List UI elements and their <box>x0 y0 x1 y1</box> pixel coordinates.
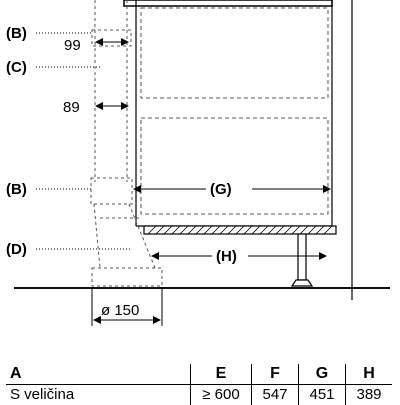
table-column-f: F <box>252 364 299 385</box>
cooktop-edge <box>124 0 332 6</box>
callout-d: (D) <box>6 241 27 258</box>
table-column-e: E <box>191 364 252 385</box>
plinth-hatched <box>144 226 336 234</box>
callout-leaders <box>36 33 130 249</box>
spec-table: A E F G H S veličina ≥ 600 547 451 389 <box>6 364 392 405</box>
table-column-h: H <box>346 364 393 385</box>
table-cell-h: 389 <box>346 385 393 405</box>
table-corner-label: A <box>6 364 191 385</box>
callout-c: (C) <box>6 59 27 76</box>
dimension-99: 99 <box>64 37 81 54</box>
table-cell-e: ≥ 600 <box>191 385 252 405</box>
exhaust-duct <box>91 0 162 286</box>
callout-b-upper: (B) <box>6 25 27 42</box>
dimension-diameter: ø 150 <box>101 302 139 319</box>
cabinet-frame <box>136 0 352 300</box>
callout-g: (G) <box>210 181 232 198</box>
callout-h: (H) <box>216 248 237 265</box>
spec-table-header: A E F G H <box>6 364 392 385</box>
adjustable-foot <box>292 234 312 286</box>
table-cell-g: 451 <box>299 385 346 405</box>
dimension-89: 89 <box>63 99 80 116</box>
table-column-g: G <box>299 364 346 385</box>
appliance-outlines <box>141 8 328 214</box>
installation-diagram: (B) (C) (B) (D) 99 89 (G) <box>0 0 400 360</box>
callout-b-lower: (B) <box>6 181 27 198</box>
table-row-label: S veličina <box>6 385 191 405</box>
table-row: S veličina ≥ 600 547 451 389 <box>6 385 392 405</box>
table-cell-f: 547 <box>252 385 299 405</box>
